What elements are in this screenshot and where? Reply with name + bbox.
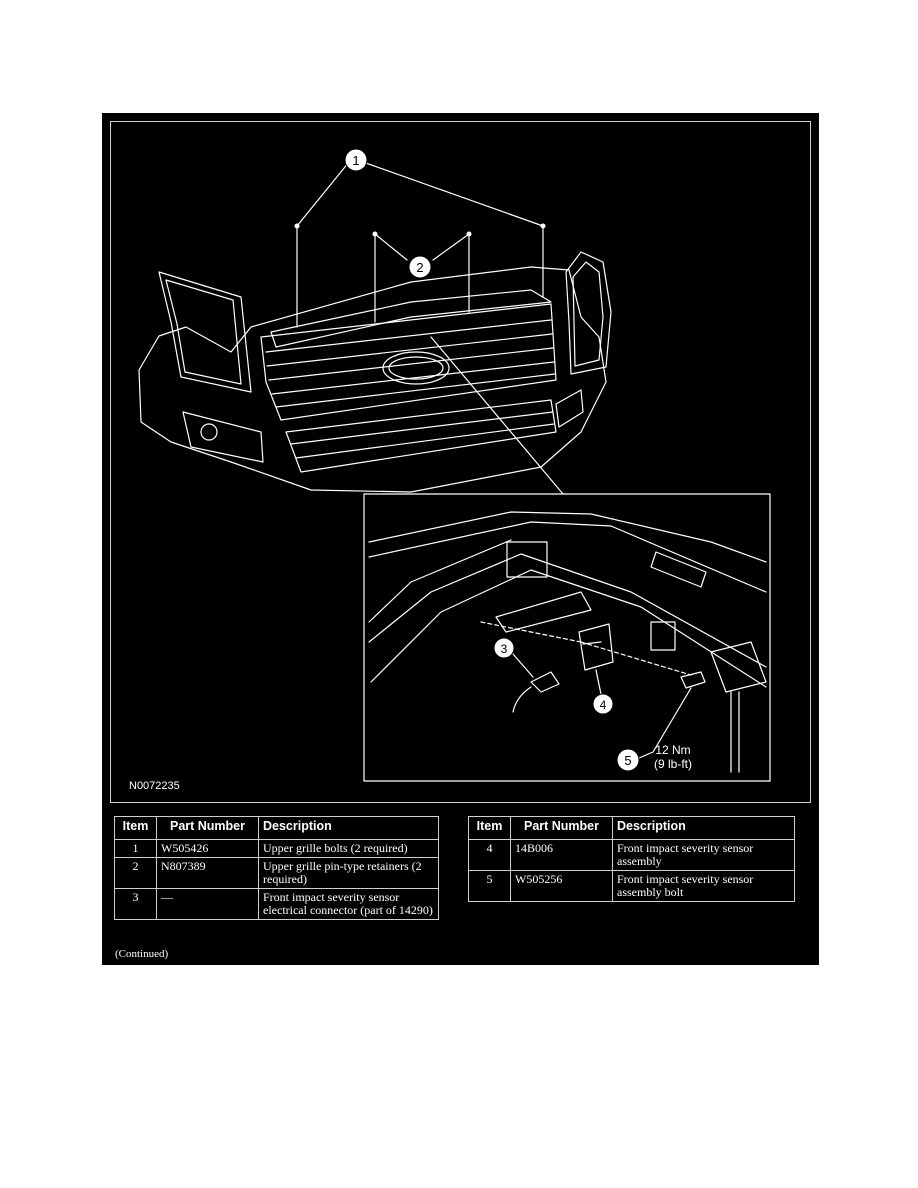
header-part-number: Part Number (156, 816, 259, 840)
parts-table-right: Item Part Number Description 4 14B006 Fr… (468, 816, 795, 902)
cell-item: 2 (114, 857, 157, 889)
right-headlamp (565, 251, 612, 375)
svg-text:4: 4 (600, 698, 607, 712)
table-row: 4 14B006 Front impact severity sensor as… (468, 839, 795, 871)
header-item: Item (114, 816, 157, 840)
detail-inset (363, 493, 771, 782)
table-row: 1 W505426 Upper grille bolts (2 required… (114, 839, 439, 858)
ford-oval-emblem (382, 351, 450, 385)
connector (530, 671, 560, 693)
table-row: 5 W505256 Front impact severity sensor a… (468, 870, 795, 902)
continued-note: (Continued) (115, 948, 169, 960)
cell-item: 4 (468, 839, 511, 871)
cell-description: Front impact severity sensor electrical … (258, 888, 439, 920)
radiator-support (270, 289, 552, 348)
cell-description: Front impact severity sensor assembly (612, 839, 795, 871)
callout-3: 3 (493, 637, 515, 659)
lower-grille (285, 399, 557, 473)
right-fog-lamp (555, 389, 584, 428)
svg-text:2: 2 (416, 260, 423, 275)
cell-item: 3 (114, 888, 157, 920)
svg-text:5: 5 (624, 753, 631, 768)
front-grille-illustration: 1 2 3 4 5 12 Nm (9 lb-ft) (138, 148, 771, 782)
cell-description: Upper grille bolts (2 required) (258, 839, 439, 858)
header-part-number: Part Number (510, 816, 613, 840)
exploded-diagram: 1 2 3 4 5 12 Nm (9 lb-ft) N0072235 (110, 121, 811, 803)
callout-1: 1 (344, 148, 368, 172)
callout-4: 4 (592, 693, 614, 715)
callout-2: 2 (408, 255, 432, 279)
header-item: Item (468, 816, 511, 840)
document-panel: 1 2 3 4 5 12 Nm (9 lb-ft) N0072235 (102, 113, 819, 965)
torque-metric: 12 Nm (655, 743, 690, 757)
cell-description: Front impact severity sensor assembly bo… (612, 870, 795, 902)
grille-frame (260, 303, 557, 421)
left-headlamp (158, 271, 252, 393)
table-row: 2 N807389 Upper grille pin-type retainer… (114, 857, 439, 889)
header-description: Description (612, 816, 795, 840)
table-row: 3 — Front impact severity sensor electri… (114, 888, 439, 920)
table-header-row: Item Part Number Description (468, 816, 795, 840)
svg-text:3: 3 (501, 642, 508, 656)
cell-description: Upper grille pin-type retainers (2 requi… (258, 857, 439, 889)
left-fog-lamp (182, 411, 264, 463)
cell-part-number: N807389 (156, 857, 259, 889)
cell-part-number: — (156, 888, 259, 920)
cell-item: 1 (114, 839, 157, 858)
figure-id: N0072235 (129, 780, 180, 792)
callout-5: 5 (616, 748, 640, 772)
cell-part-number: W505426 (156, 839, 259, 858)
cell-part-number: 14B006 (510, 839, 613, 871)
svg-text:1: 1 (352, 153, 359, 168)
parts-table-left: Item Part Number Description 1 W505426 U… (114, 816, 439, 920)
sensor-assembly (578, 623, 614, 671)
torque-imperial: (9 lb-ft) (654, 757, 692, 771)
cell-part-number: W505256 (510, 870, 613, 902)
bumper-outline (138, 266, 607, 493)
cell-item: 5 (468, 870, 511, 902)
table-header-row: Item Part Number Description (114, 816, 439, 840)
header-description: Description (258, 816, 439, 840)
